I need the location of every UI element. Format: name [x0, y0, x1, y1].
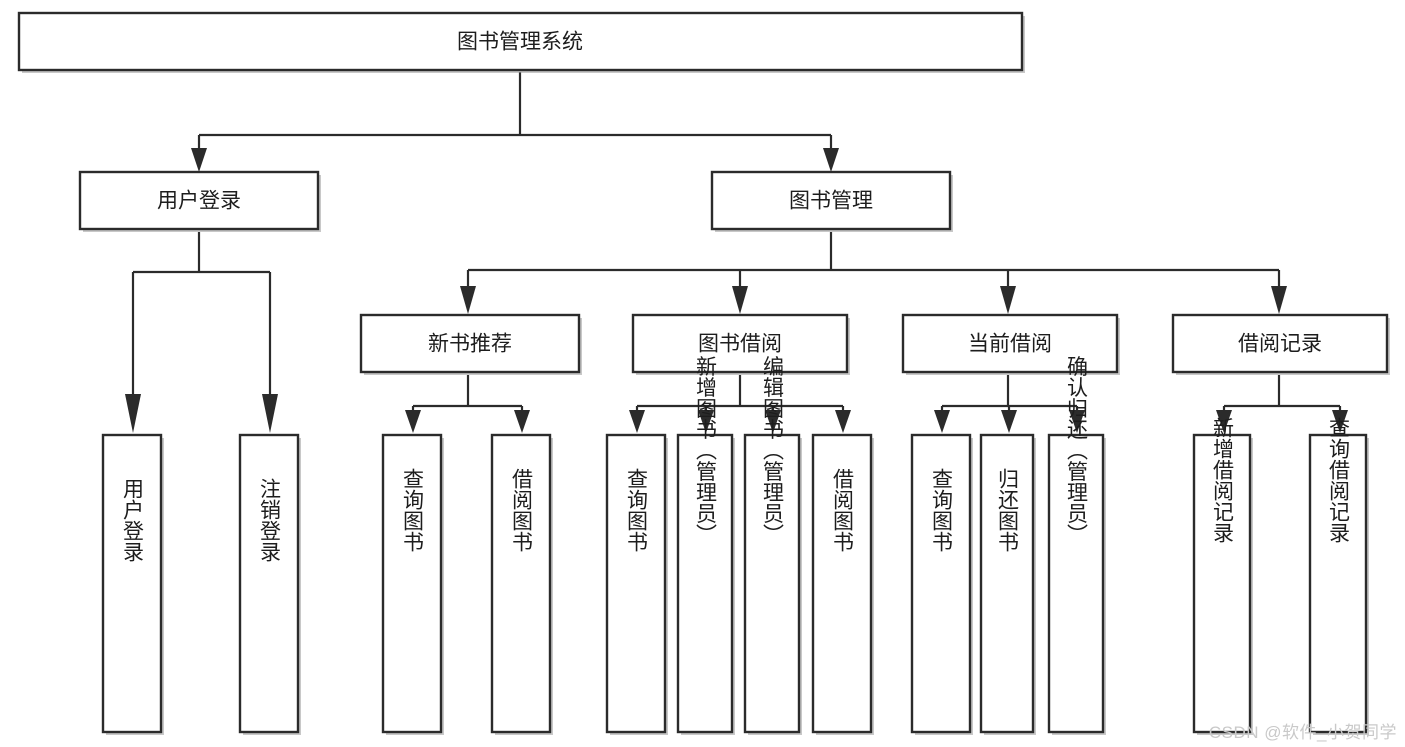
arrow-head-user-login: [191, 148, 207, 172]
arrow-head-new-book-rec: [460, 286, 476, 314]
node-leaf-13-label: 查询借阅记录: [1327, 417, 1351, 543]
arrow-head-book-manage: [823, 148, 839, 172]
arrow-head-book-borrow: [732, 286, 748, 314]
node-leaf-10[interactable]: 归还图书: [979, 433, 1036, 735]
arrow-head-leaf-1: [125, 394, 141, 433]
node-borrow-record-box: [1171, 313, 1389, 374]
node-root-box: [17, 11, 1024, 72]
node-leaf-9-box: [910, 433, 972, 734]
node-root[interactable]: 图书管理系统: [17, 11, 1025, 73]
arrow-head-borrow-record: [1271, 286, 1287, 314]
node-leaf-1-label: 用户登录: [121, 478, 145, 562]
arrow-head-leaf-10: [1001, 410, 1017, 433]
node-root-label: 图书管理系统: [457, 31, 583, 54]
node-user-login-box: [78, 170, 320, 231]
arrow-head-leaf-7: [765, 410, 781, 433]
node-leaf-6[interactable]: 新增图书（管理员）: [676, 356, 735, 736]
node-book-manage[interactable]: 图书管理: [710, 170, 953, 232]
arrow-head-leaf-8: [835, 410, 851, 433]
node-current-borrow-label: 当前借阅: [968, 333, 1052, 356]
node-leaf-8-label: 借阅图书: [831, 468, 855, 552]
node-book-manage-label: 图书管理: [789, 190, 873, 213]
node-new-book-rec-box: [359, 313, 581, 374]
node-book-borrow-label: 图书借阅: [698, 333, 782, 356]
node-leaf-12-box: [1192, 433, 1252, 734]
node-leaf-9-label: 查询图书: [930, 468, 954, 552]
arrow-head-leaf-2: [262, 394, 278, 433]
node-leaf-5-label: 查询图书: [625, 468, 649, 552]
node-leaf-11-label: 确认归还（管理员）: [1065, 356, 1089, 545]
node-leaf-1-box: [101, 433, 163, 734]
node-user-login[interactable]: 用户登录: [78, 170, 321, 232]
node-current-borrow[interactable]: 当前借阅: [901, 313, 1120, 375]
node-leaf-2-label: 注销登录: [258, 478, 282, 562]
node-borrow-record[interactable]: 借阅记录: [1171, 313, 1390, 375]
node-leaf-4-box: [490, 433, 552, 734]
node-leaf-7-label: 编辑图书（管理员）: [761, 356, 785, 545]
node-leaf-6-label: 新增图书（管理员）: [694, 356, 718, 545]
node-leaf-6-box: [676, 433, 734, 734]
node-book-borrow[interactable]: 图书借阅: [631, 313, 850, 375]
node-borrow-record-label: 借阅记录: [1238, 333, 1322, 356]
node-leaf-13-box: [1308, 433, 1368, 734]
node-leaf-12-label: 新增借阅记录: [1211, 417, 1235, 543]
node-leaf-10-box: [979, 433, 1035, 734]
node-leaf-11[interactable]: 确认归还（管理员）: [1047, 356, 1106, 736]
node-book-borrow-box: [631, 313, 849, 374]
node-leaf-10-label: 归还图书: [996, 468, 1020, 552]
node-leaf-7[interactable]: 编辑图书（管理员）: [743, 356, 802, 736]
node-leaf-3[interactable]: 查询图书: [381, 433, 444, 735]
node-leaf-1[interactable]: 用户登录: [101, 433, 164, 735]
node-leaf-8[interactable]: 借阅图书: [811, 433, 874, 735]
node-leaf-13[interactable]: 查询借阅记录: [1308, 417, 1369, 735]
node-leaf-2[interactable]: 注销登录: [238, 433, 301, 735]
node-leaf-3-label: 查询图书: [401, 468, 425, 552]
arrow-head-leaf-11: [1069, 410, 1085, 433]
arrow-head-leaf-13: [1332, 410, 1348, 433]
node-new-book-rec[interactable]: 新书推荐: [359, 313, 582, 375]
node-leaf-2-box: [238, 433, 300, 734]
node-leaf-9[interactable]: 查询图书: [910, 433, 973, 735]
node-leaf-5[interactable]: 查询图书: [605, 433, 668, 735]
arrow-head-leaf-12: [1216, 410, 1232, 433]
arrow-head-leaf-3: [405, 410, 421, 433]
arrow-head-leaf-5: [629, 410, 645, 433]
csdn-watermark: CSDN @软件_小贺同学: [1208, 723, 1397, 742]
node-leaf-3-box: [381, 433, 443, 734]
node-leaf-12[interactable]: 新增借阅记录: [1192, 417, 1253, 735]
node-leaf-11-box: [1047, 433, 1105, 734]
node-leaf-4[interactable]: 借阅图书: [490, 433, 553, 735]
arrow-head-leaf-9: [934, 410, 950, 433]
node-user-login-label: 用户登录: [157, 190, 241, 213]
arrow-head-leaf-4: [514, 410, 530, 433]
connector-layer: [125, 72, 1348, 433]
node-new-book-rec-label: 新书推荐: [428, 333, 512, 356]
arrow-head-current-borrow: [1000, 286, 1016, 314]
node-current-borrow-box: [901, 313, 1119, 374]
node-leaf-8-box: [811, 433, 873, 734]
node-leaf-5-box: [605, 433, 667, 734]
arrow-head-leaf-6: [698, 410, 714, 433]
node-leaf-7-box: [743, 433, 801, 734]
node-book-manage-box: [710, 170, 952, 231]
node-leaf-4-label: 借阅图书: [510, 468, 534, 552]
